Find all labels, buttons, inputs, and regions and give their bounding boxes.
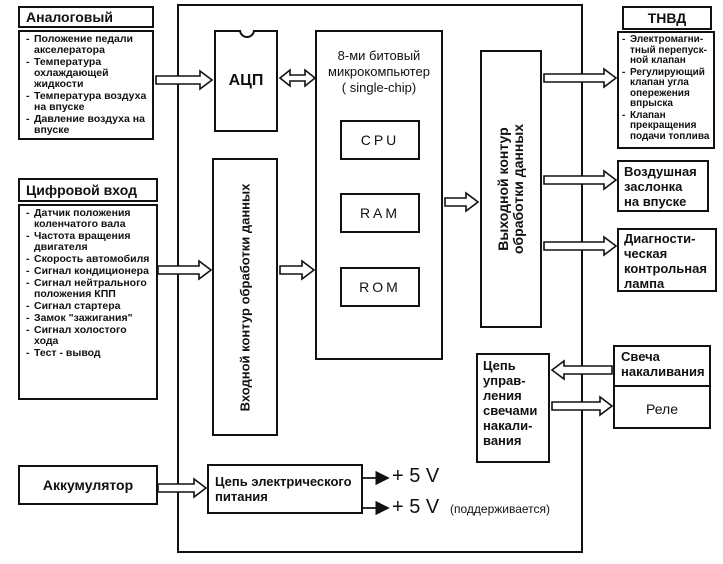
adc-label: АЦП: [228, 72, 264, 89]
digital-input-list: Датчик положения коленчатого валаЧастота…: [20, 206, 156, 360]
glow-control-line: Цепь: [483, 358, 516, 373]
power-output-5v-2: + 5 V: [392, 496, 440, 518]
intake-flap-line2: заслонка: [624, 179, 683, 194]
power-circuit-box: Цепь электрического питания: [207, 464, 363, 514]
relay-label: Реле: [646, 401, 678, 417]
digital-input-box: Цифровой вход: [18, 178, 158, 202]
microcomputer-title-line3: ( single-chip): [341, 80, 417, 95]
digital-input-item: Датчик положения коленчатого вала: [26, 208, 152, 230]
arrow-battery-to-power: [157, 477, 208, 499]
tnvd-list-box: Электромагни-тный перепуск-ной клапанРег…: [617, 31, 715, 149]
analog-input-item: Давление воздуха на впуске: [26, 114, 148, 136]
ram-box: RAM: [340, 193, 420, 233]
tnvd-list: Электромагни-тный перепуск-ной клапанРег…: [619, 33, 713, 142]
tnvd-title-box: ТНВД: [622, 6, 712, 30]
arrow-output-to-diag-lamp: [543, 235, 618, 257]
intake-flap-line1: Воздушная: [624, 164, 697, 179]
digital-input-title: Цифровой вход: [26, 182, 137, 198]
arrow-output-to-tnvd: [543, 67, 618, 89]
ram-label: RAM: [359, 205, 401, 221]
glow-control-line: вания: [483, 433, 522, 448]
microcomputer-title-line1: 8-ми битовый: [337, 48, 421, 63]
microcomputer-title-line2: микрокомпьютер: [328, 64, 430, 79]
glow-plug-line1: Свеча: [621, 349, 660, 364]
glow-control-line: ления: [483, 388, 522, 403]
arrow-adc-microcomputer: [278, 68, 317, 88]
arrow-glow-plug-to-control: [550, 359, 613, 381]
input-circuit-box: [212, 158, 278, 436]
tnvd-item: Клапан прекращения подачи топлива: [622, 110, 711, 143]
glow-plug-line2: накаливания: [621, 364, 705, 379]
power-circuit-line2: питания: [215, 489, 268, 504]
glow-control-line: управ-: [483, 373, 526, 388]
tnvd-title: ТНВД: [647, 10, 687, 26]
arrow-output-to-intake-flap: [543, 169, 618, 191]
diag-lamp-line3: контрольная: [624, 261, 707, 276]
cpu-label: CPU: [360, 132, 400, 148]
digital-input-item: Сигнал холостого хода: [26, 325, 152, 347]
arrow-digital-to-input-circuit: [157, 259, 213, 281]
analog-input-list: Положение педали акселератораТемпература…: [20, 32, 152, 136]
diag-lamp-box: Диагности- ческая контрольная лампа: [617, 228, 717, 292]
digital-input-item: Тест - вывод: [26, 348, 152, 360]
arrow-control-to-relay: [551, 395, 614, 417]
arrow-input-to-microcomputer: [279, 259, 316, 281]
glow-control-line: свечами: [483, 403, 538, 418]
glow-plug-box: Свеча накаливания Реле: [613, 345, 711, 429]
analog-input-item: Температура охлаждающей жидкости: [26, 57, 148, 90]
digital-input-item: Сигнал кондиционера: [26, 266, 152, 278]
diag-lamp-line4: лампа: [624, 276, 665, 291]
digital-input-item: Частота вращения двигателя: [26, 231, 152, 253]
digital-input-item: Скорость автомобиля: [26, 254, 152, 266]
glow-control-line: накали-: [483, 418, 533, 433]
rom-box: ROM: [340, 267, 420, 307]
power-circuit-line1: Цепь электрического: [215, 474, 352, 489]
arrow-microcomputer-to-output: [444, 191, 480, 213]
digital-input-item: Замок "зажигания": [26, 313, 152, 325]
battery-box: Аккумулятор: [18, 465, 158, 505]
analog-input-list-box: Положение педали акселератораТемпература…: [18, 30, 154, 140]
tnvd-item: Электромагни-тный перепуск-ной клапан: [622, 34, 711, 67]
diag-lamp-line2: ческая: [624, 246, 668, 261]
power-output-5v-1: + 5 V: [392, 465, 440, 487]
adc-box: АЦП: [214, 30, 278, 132]
analog-input-item: Температура воздуха на впуске: [26, 91, 148, 113]
battery-label: Аккумулятор: [42, 477, 134, 493]
analog-input-item: Положение педали акселератора: [26, 34, 148, 56]
intake-flap-box: Воздушная заслонка на впуске: [617, 160, 709, 212]
digital-input-list-box: Датчик положения коленчатого валаЧастота…: [18, 204, 158, 400]
arrow-analog-to-adc: [155, 69, 214, 91]
digital-input-item: Сигнал нейтрального положения КПП: [26, 278, 152, 300]
digital-input-item: Сигнал стартера: [26, 301, 152, 313]
output-circuit-box: [480, 50, 542, 328]
intake-flap-line3: на впуске: [624, 194, 687, 209]
cpu-box: CPU: [340, 120, 420, 160]
power-output-note: (поддерживается): [450, 502, 551, 516]
tnvd-item: Регулирующий клапан угла опережения впры…: [622, 67, 711, 110]
diag-lamp-line1: Диагности-: [624, 231, 696, 246]
rom-label: ROM: [359, 279, 401, 295]
